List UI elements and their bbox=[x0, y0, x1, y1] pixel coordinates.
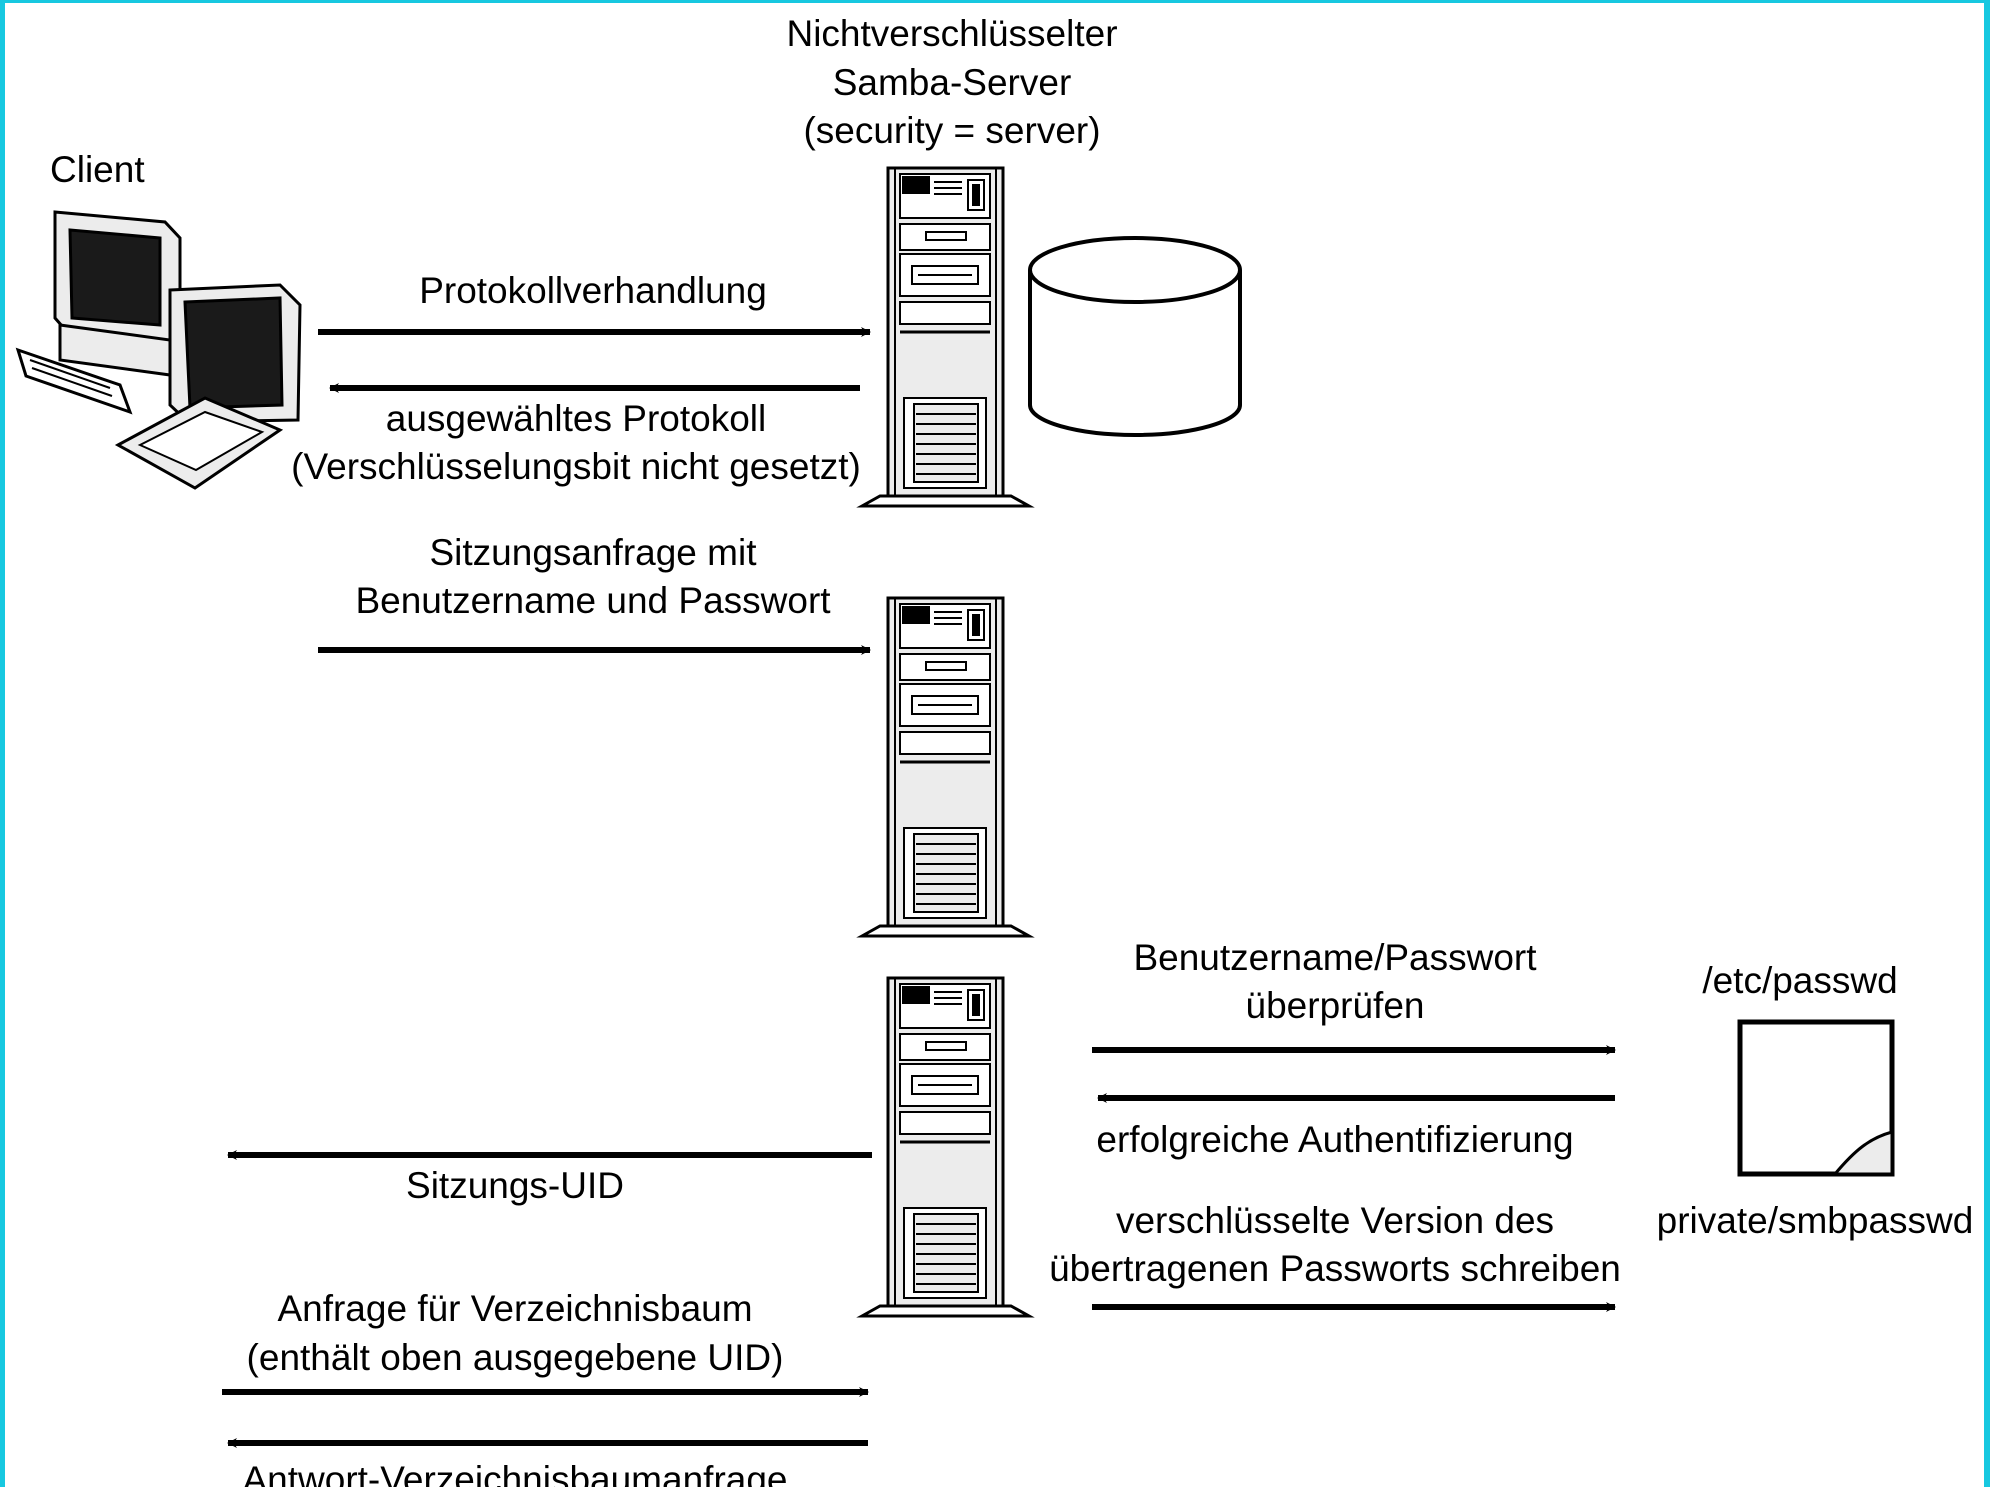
server-title-line2: Samba-Server bbox=[833, 62, 1072, 103]
server-title-line3: (security = server) bbox=[803, 110, 1100, 151]
label-tree-response: Antwort-Verzeichnisbaumanfrage bbox=[242, 1459, 787, 1487]
label-session-uid: Sitzungs-UID bbox=[406, 1165, 624, 1206]
label-selected-protocol-line1: ausgewähltes Protokoll bbox=[386, 398, 767, 439]
server-tower-icon bbox=[860, 596, 1031, 938]
label-tree-request-line2: (enthält oben ausgegebene UID) bbox=[247, 1337, 784, 1378]
label-session-request-line1: Sitzungsanfrage mit bbox=[429, 532, 757, 573]
label-session-request-line2: Benutzername und Passwort bbox=[355, 580, 831, 621]
document-icon bbox=[1737, 1019, 1895, 1177]
label-write-line2: übertragenen Passworts schreiben bbox=[1049, 1248, 1621, 1289]
server-tower-icon bbox=[860, 976, 1031, 1318]
client-computer-icon bbox=[15, 210, 302, 490]
label-verify-line1: Benutzername/Passwort bbox=[1133, 937, 1537, 978]
server-title-line1: Nichtverschlüsselter bbox=[786, 13, 1117, 54]
label-selected-protocol-line2: (Verschlüsselungsbit nicht gesetzt) bbox=[291, 446, 861, 487]
label-write-line1: verschlüsselte Version des bbox=[1116, 1200, 1554, 1241]
label-protocol-negotiation: Protokollverhandlung bbox=[419, 270, 767, 311]
label-auth-success: erfolgreiche Authentifizierung bbox=[1096, 1119, 1573, 1160]
client-label: Client bbox=[50, 149, 145, 190]
disk-storage-icon bbox=[1028, 236, 1242, 437]
label-verify-line2: überprüfen bbox=[1246, 985, 1425, 1026]
server-tower-icon bbox=[860, 166, 1031, 508]
passwd-file-label: /etc/passwd bbox=[1702, 960, 1897, 1001]
smbpasswd-file-label: private/smbpasswd bbox=[1657, 1200, 1974, 1241]
label-tree-request-line1: Anfrage für Verzeichnisbaum bbox=[277, 1288, 752, 1329]
